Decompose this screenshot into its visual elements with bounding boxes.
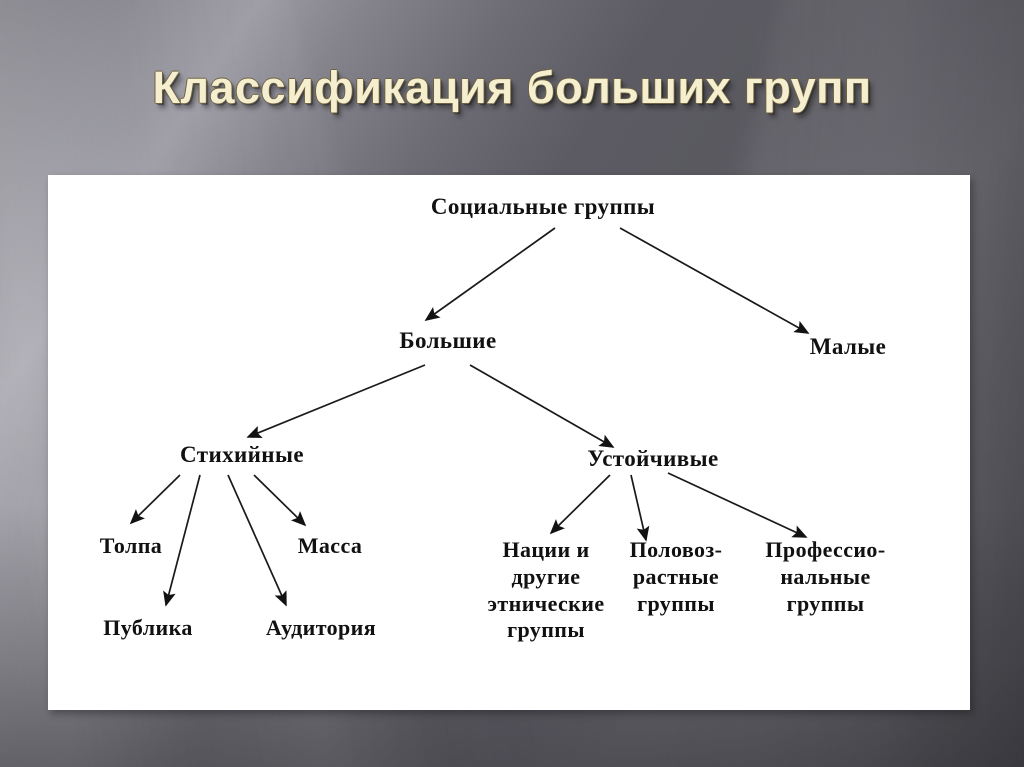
- edge-spontaneous-crowd: [129, 474, 181, 525]
- node-crowd: Толпа: [99, 533, 163, 558]
- node-public: Публика: [103, 615, 193, 640]
- edge-stable-ethnic: [549, 474, 611, 535]
- diagram-panel: Социальные группы Большие Малые Стихийны…: [48, 175, 970, 710]
- edge-spontaneous-audience: [227, 474, 287, 607]
- node-age-sex-groups: Половоз- растные группы: [629, 537, 723, 616]
- edge-large-spontaneous: [246, 364, 426, 438]
- edge-root-large: [424, 227, 556, 321]
- node-stable: Устойчивые: [587, 446, 719, 471]
- edge-large-stable: [469, 364, 615, 448]
- page-title: Классификация больших групп: [152, 62, 872, 113]
- node-ethnic-groups: Нации и другие этнические группы: [487, 537, 605, 643]
- node-large: Большие: [399, 328, 497, 353]
- node-social-groups: Социальные группы: [430, 194, 656, 219]
- node-mass: Масса: [297, 533, 363, 558]
- edge-spontaneous-public: [163, 474, 201, 607]
- diagram-edges: [129, 227, 810, 607]
- node-audience: Аудитория: [265, 615, 377, 640]
- edge-stable-agesex: [630, 474, 650, 542]
- edge-spontaneous-mass: [253, 474, 307, 527]
- node-small: Малые: [809, 334, 887, 359]
- edge-root-small: [619, 227, 810, 334]
- edge-stable-professional: [667, 472, 808, 538]
- node-professional-groups: Профессио- нальные группы: [765, 537, 886, 616]
- node-spontaneous: Стихийные: [180, 442, 304, 467]
